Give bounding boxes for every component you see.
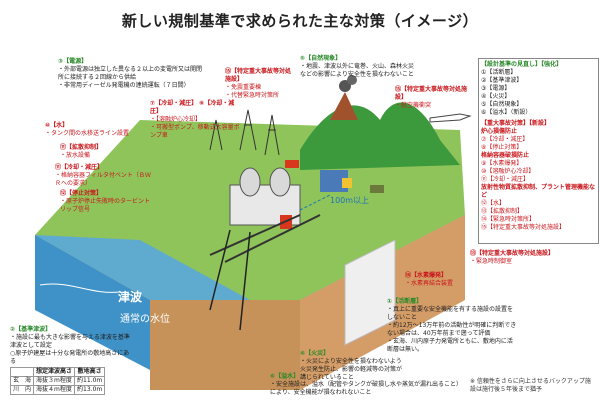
note-vent: ⑪【冷却・減圧】 格納容器フィルタ付ベント（ＢＷＲへの要求）	[55, 164, 155, 188]
control-building	[320, 170, 348, 192]
page-title: 新しい規制基準で求められた主な対策（イメージ）	[121, 12, 479, 30]
note-offsite: ⑬【特定重大事故等対処施設】 緊急時制御室	[470, 250, 575, 266]
note-supply: ⑭【水素爆発】 水素再結合装置	[405, 272, 475, 288]
table-row: 玄 海 海抜３m程度 約11.0m	[9, 376, 106, 386]
sea-level-label: 通常の水位	[120, 314, 170, 325]
note-power: ③【電源】 外部電源は独立した異なる２以上の変電所又は開閉所に接続する２回線から…	[58, 58, 208, 90]
summary-design-basis: 【設計基準の見直し】【強化】 ①【活断層】 ②【基準津波】 ③【電源】 ④【火災…	[481, 61, 563, 116]
note-fault: ①【活断層】 真上に重要な安全機能を有する施設の設置をしないこと約12万〜13万…	[387, 298, 517, 354]
note-water: ⑩【水】 タンク間の水移送ライン設置	[45, 122, 145, 138]
summary-severe-accident: 【重大事故対策】【新設】 炉心損傷防止 ⑦【冷却・減圧】 ⑧【停止対策】 格納容…	[481, 120, 596, 231]
note-stop: ⑫【停止対策】 原子炉停止失敗時のタービントリップ信号	[60, 190, 155, 214]
summary-box: 【設計基準の見直し】【強化】 ①【活断層】 ②【基準津波】 ③【電源】 ④【火災…	[478, 58, 599, 244]
tsunami-label: 津波	[118, 290, 143, 304]
note-aircraft: ⑮【特定重大事故等対処施設】 航空機衝突	[395, 86, 475, 110]
note-flood: ⑥【溢水】 安全施設は、溢水（配管やタンクが破損し水や蒸気が漏れ出ること）により…	[270, 373, 460, 397]
pump-truck	[285, 160, 299, 168]
footnote: ※ 信頼性をさらに向上させるバックアップ施設は施行後５年後まで猶予	[470, 378, 591, 393]
note-dispersal: ⑪【拡散抑制】 放水設備	[60, 144, 150, 160]
elevation-label: 100m以上	[330, 196, 370, 205]
note-fire: ④【火災】 火災により安全性を損なわないよう火災発生防止、影響の軽減等の対策が講…	[300, 350, 405, 382]
tsunami-table: 想定津波高さ 敷地高さ 玄 海 海抜３m程度 約11.0m 川 内 海抜４m程度…	[9, 367, 106, 395]
note-spread: ⑮【特定重大事故等対処施設】 免震重要棟代替緊急時対策所	[225, 68, 295, 100]
note-tsunami: ②【基準津波】 施設に最も大きな影響を与える津波を基準津波として設定 ○原子炉建…	[9, 326, 135, 395]
hills	[300, 102, 460, 170]
table-row: 川 内 海抜４m程度 約13.0m	[9, 385, 106, 395]
note-cooling: ⑦【冷却・減圧】 ⑧【冷却・減圧】 【溶融炉心冷却】可搬型ポンプ、移動式大容量ポ…	[150, 100, 240, 140]
aircraft-icon	[429, 113, 472, 123]
note-nature: ⑤【自然現象】 地震、津波以外に竜巻、火山、森林火災などの影響により安全性を損な…	[300, 55, 420, 79]
tsunami-table-caption: ○原子炉建屋は十分な発電所の敷地高さにある	[10, 350, 130, 365]
